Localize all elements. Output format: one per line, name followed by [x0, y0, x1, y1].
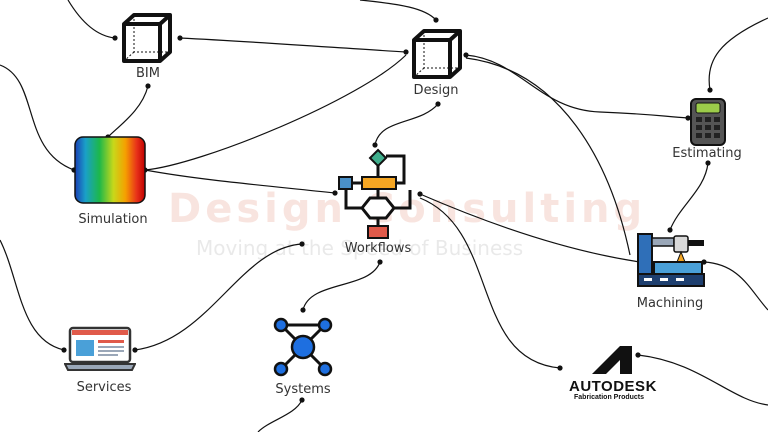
cnc-machine-icon[interactable]	[636, 232, 708, 290]
connector-line	[107, 85, 149, 138]
connector-line	[144, 169, 336, 194]
estimating-label: Estimating	[672, 146, 742, 161]
connector-line	[134, 243, 303, 351]
connector-dot	[635, 352, 641, 358]
connector-line	[419, 197, 561, 369]
connector-line	[419, 193, 641, 263]
connector-line	[302, 261, 381, 311]
systems-label: Systems	[275, 382, 331, 397]
calculator-icon[interactable]	[690, 98, 726, 146]
connector-line	[144, 54, 407, 171]
connector-dot	[145, 83, 151, 89]
connector-dot	[177, 35, 183, 41]
connector-line	[669, 162, 709, 231]
workflows-label: Workflows	[344, 241, 412, 256]
connector-line	[0, 239, 65, 351]
connector-dot	[332, 190, 338, 196]
connector-dot	[299, 397, 305, 403]
connector-line	[257, 399, 303, 432]
connector-dot	[433, 17, 439, 23]
connector-dot	[435, 101, 441, 107]
connector-dot	[372, 142, 378, 148]
connector-dot	[112, 35, 118, 41]
connector-line	[465, 57, 631, 256]
connector-line	[465, 54, 689, 119]
connector-dot	[61, 347, 67, 353]
connector-dot	[685, 115, 691, 121]
laptop-icon[interactable]	[64, 326, 136, 372]
connector-dot	[403, 49, 409, 55]
simulation-gradient-icon[interactable]	[74, 136, 146, 204]
connector-dot	[707, 87, 713, 93]
connector-dot	[417, 191, 423, 197]
bim-cube-icon[interactable]	[118, 12, 176, 64]
simulation-label: Simulation	[78, 212, 148, 227]
connector-dot	[705, 160, 711, 166]
autodesk-product: Fabrication Products	[574, 394, 645, 401]
connector-dot	[300, 307, 306, 313]
connector-line	[374, 103, 439, 146]
connector-dot	[377, 259, 383, 265]
workflows-flowchart-icon[interactable]	[336, 148, 420, 240]
network-icon[interactable]	[272, 316, 334, 378]
design-cube-icon[interactable]	[408, 28, 466, 80]
connector-line	[703, 261, 768, 311]
machining-label: Machining	[636, 296, 704, 311]
services-label: Services	[76, 380, 132, 395]
connector-dot	[667, 227, 673, 233]
connector-dot	[299, 241, 305, 247]
connector-line	[179, 37, 407, 53]
connector-line	[708, 17, 768, 91]
connector-line	[67, 0, 116, 39]
design-label: Design	[413, 83, 459, 98]
connector-dot	[132, 347, 138, 353]
connector-line	[637, 354, 768, 406]
connector-dot	[463, 52, 469, 58]
connector-dot	[557, 365, 563, 371]
bim-label: BIM	[136, 66, 160, 81]
autodesk-wordmark: AUTODESK	[569, 378, 657, 395]
connector-line	[359, 0, 437, 21]
connector-line	[0, 64, 75, 171]
autodesk-logo-icon[interactable]	[590, 344, 634, 376]
